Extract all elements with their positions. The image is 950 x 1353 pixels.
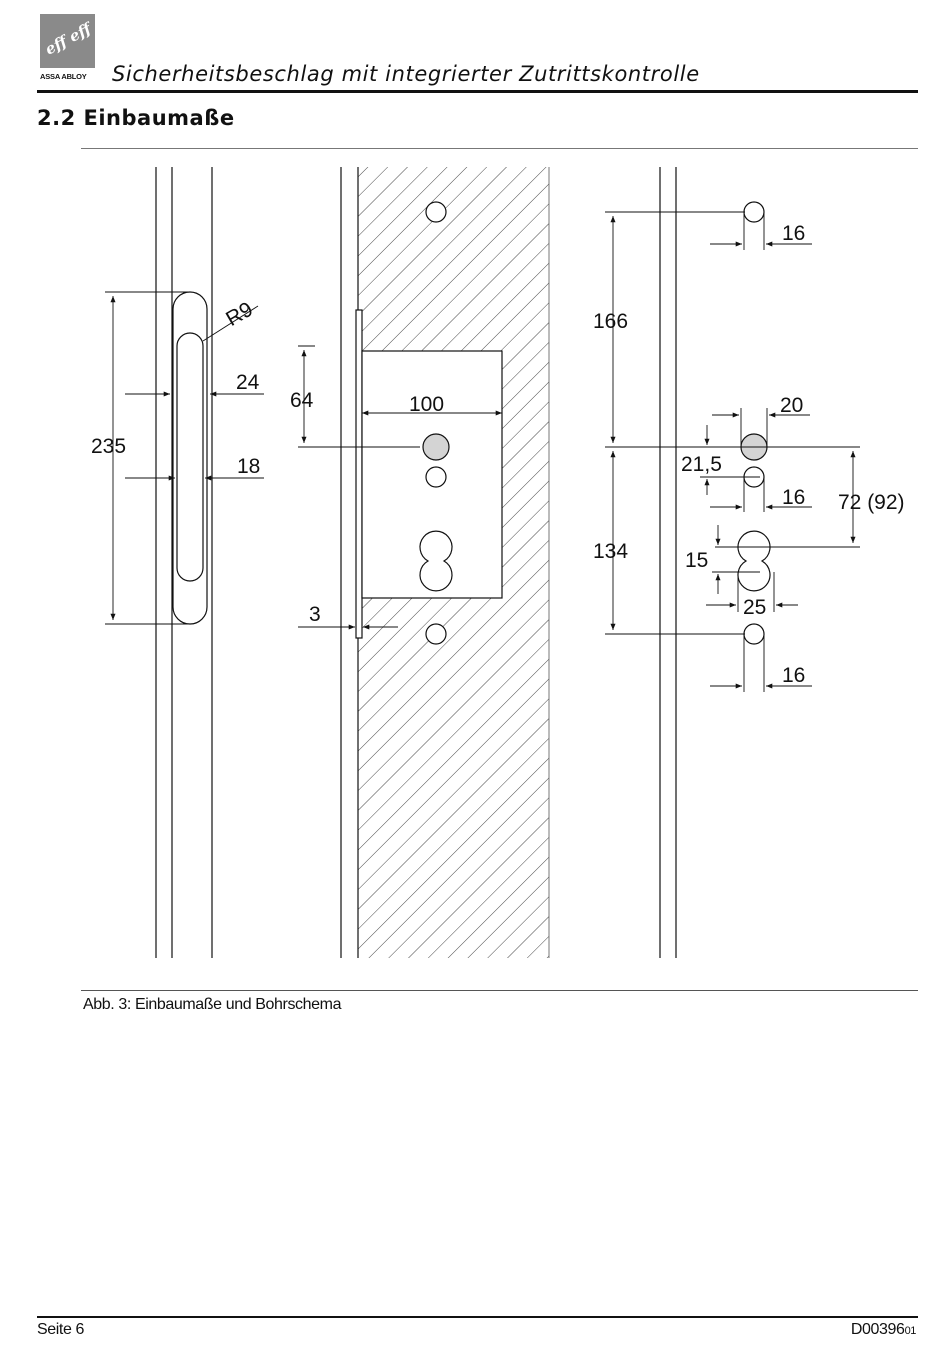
document-id: D00396	[851, 1321, 905, 1338]
bottom-fixing-hole	[426, 624, 446, 644]
label-25: 25	[743, 596, 766, 619]
right-top-hole	[744, 202, 764, 222]
label-24: 24	[236, 371, 260, 394]
label-16-bottom: 16	[782, 664, 805, 687]
label-21-5: 21,5	[681, 453, 722, 476]
left-door-profile	[156, 167, 212, 958]
figure-caption: Abb. 3: Einbaumaße und Bohrschema	[83, 996, 341, 1014]
label-3: 3	[309, 603, 321, 626]
label-72-92: 72 (92)	[838, 491, 905, 514]
label-100: 100	[409, 393, 444, 416]
label-166: 166	[593, 310, 628, 333]
label-18: 18	[237, 455, 260, 478]
lock-faceplate	[356, 310, 362, 638]
document-number: D0039601	[851, 1321, 916, 1339]
label-64: 64	[290, 389, 314, 412]
right-door-profile	[660, 167, 676, 958]
footer-divider	[37, 1316, 918, 1318]
label-16-mid: 16	[782, 486, 805, 509]
right-bottom-hole	[744, 624, 764, 644]
label-15: 15	[685, 549, 708, 572]
revision: 01	[905, 1325, 916, 1337]
label-20: 20	[780, 394, 803, 417]
page-number: Seite 6	[37, 1321, 84, 1339]
label-235: 235	[91, 435, 126, 458]
top-fixing-hole	[426, 202, 446, 222]
right-cylinder-cutout	[738, 531, 770, 591]
small-hole	[426, 467, 446, 487]
handle-slot-inner	[177, 333, 203, 581]
figure-bottom-rule	[81, 990, 918, 991]
label-16-top: 16	[782, 222, 805, 245]
label-134: 134	[593, 540, 628, 563]
follower-hole	[423, 434, 449, 460]
